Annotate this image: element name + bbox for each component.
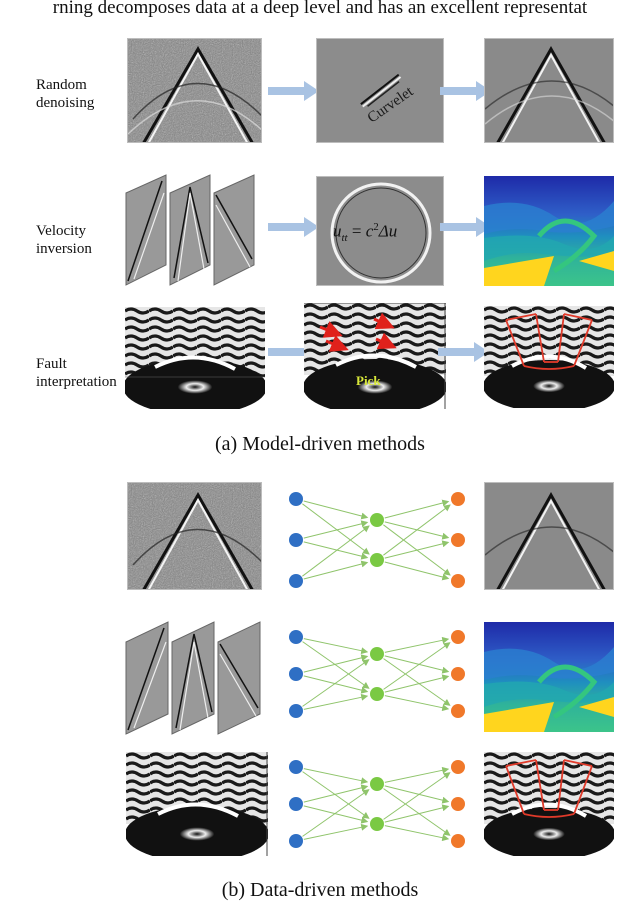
eq-lhs: u: [333, 221, 342, 241]
eq-coef: c: [365, 221, 374, 241]
hidden-node: [370, 687, 384, 701]
input-node: [289, 667, 303, 681]
shot-gathers-stack: [125, 621, 261, 735]
output-node: [451, 533, 465, 547]
network-edge: [384, 785, 450, 804]
denoised-seismic-image: [484, 38, 614, 143]
network-edge: [384, 804, 450, 823]
network-edge: [302, 525, 370, 577]
network-edge: [384, 540, 450, 559]
arrow-icon: [268, 81, 319, 101]
network-edge: [303, 520, 369, 539]
network-edge: [384, 825, 450, 842]
output-node: [451, 834, 465, 848]
output-node: [451, 704, 465, 718]
network-edge: [303, 768, 369, 785]
wave-equation-panel: utt = c2Δu: [316, 176, 444, 286]
neural-network: [289, 630, 465, 718]
noisy-seismic-image: [127, 482, 262, 590]
row-label-line1: Fault: [36, 356, 67, 372]
arrow-icon: [268, 217, 319, 237]
shot-gathers-stack: [125, 174, 255, 286]
row-label-line1: Velocity: [36, 223, 86, 239]
network-edge: [303, 784, 369, 803]
caption-model-driven: (a) Model-driven methods: [215, 433, 425, 455]
input-node: [289, 704, 303, 718]
network-edge: [303, 500, 369, 520]
network-edge: [384, 636, 450, 653]
network-edge: [303, 541, 369, 560]
seismic-cube-image: [126, 752, 268, 856]
pick-label: Pick: [356, 373, 381, 388]
fault-result-image: [484, 306, 614, 408]
row-label-line2: inversion: [36, 241, 92, 257]
row-label-line1: Random: [36, 77, 87, 93]
network-edge: [303, 654, 369, 673]
row-label-fault-interpretation: Fault interpretation: [36, 355, 117, 391]
hidden-node: [370, 817, 384, 831]
arrow-icon: [440, 217, 491, 237]
neural-network: [289, 492, 465, 588]
hidden-node: [370, 553, 384, 567]
network-edge: [383, 658, 451, 706]
row-label-random-denoising: Random denoising: [36, 76, 94, 112]
network-edge: [303, 560, 369, 580]
velocity-model-image: [484, 622, 614, 732]
input-node: [289, 760, 303, 774]
network-edge: [383, 504, 451, 556]
velocity-model-image: [484, 176, 614, 286]
row-label-line2: interpretation: [36, 374, 117, 390]
hidden-node: [370, 777, 384, 791]
denoised-seismic-image: [484, 482, 614, 590]
header-text: rning decomposes data at a deep level an…: [52, 0, 588, 18]
fault-picking-image: Pick: [304, 303, 446, 409]
network-edge: [302, 789, 370, 837]
hidden-node: [370, 513, 384, 527]
input-node: [289, 533, 303, 547]
arrow-icon: [438, 342, 489, 362]
row-label-velocity-inversion: Velocity inversion: [36, 222, 92, 258]
output-node: [451, 630, 465, 644]
input-node: [289, 834, 303, 848]
eq-op: Δu: [378, 221, 398, 241]
fault-result-image: [484, 752, 614, 856]
curvelet-panel: Curvelet: [316, 38, 444, 143]
network-edge: [303, 823, 369, 840]
row-label-line2: denoising: [36, 95, 95, 111]
network-edge: [302, 659, 370, 707]
input-node: [289, 630, 303, 644]
network-edge: [303, 638, 369, 655]
output-node: [451, 574, 465, 588]
network-edge: [383, 642, 451, 690]
noisy-seismic-image: [127, 38, 262, 143]
network-edge: [302, 771, 370, 819]
network-edge: [384, 695, 450, 712]
network-edge: [384, 766, 450, 783]
seismic-cube-image: [125, 307, 265, 409]
network-edge: [384, 655, 450, 674]
input-node: [289, 574, 303, 588]
input-node: [289, 797, 303, 811]
neural-network: [289, 760, 465, 848]
input-node: [289, 492, 303, 506]
output-node: [451, 760, 465, 774]
network-edge: [384, 674, 450, 693]
network-edge: [384, 561, 450, 581]
network-edge: [383, 788, 451, 836]
eq-exp: 2: [373, 221, 379, 233]
caption-data-driven: (b) Data-driven methods: [221, 879, 419, 901]
network-edge: [383, 772, 451, 820]
network-edge: [302, 503, 370, 555]
network-edge: [384, 499, 450, 519]
output-node: [451, 667, 465, 681]
wave-equation: utt = c2Δu: [333, 221, 398, 245]
arrow-icon: [440, 81, 491, 101]
eq-lhs-sub: tt: [341, 232, 348, 245]
output-node: [451, 797, 465, 811]
hidden-node: [370, 647, 384, 661]
network-edge: [302, 641, 370, 689]
network-edge: [303, 693, 369, 710]
output-node: [451, 492, 465, 506]
